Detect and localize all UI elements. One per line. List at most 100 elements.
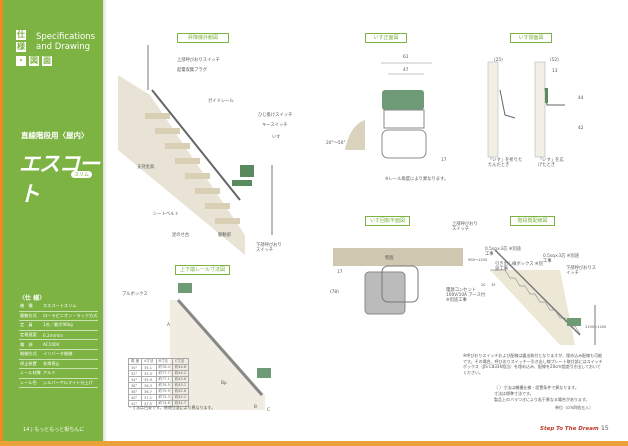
dim: 42 <box>578 126 584 131</box>
side-caption: 「いす」を折りたたんだとき <box>488 158 523 168</box>
dim: 44 <box>578 96 584 101</box>
title-front: いす正面図 <box>365 33 407 43</box>
wall-band <box>333 248 463 266</box>
label: 下部呼びおりスイッチ <box>256 243 282 253</box>
tagline: Step To The Dream <box>540 426 599 432</box>
dim: 17 <box>337 270 343 275</box>
stair-steps <box>145 113 240 224</box>
label: 足のせ台 <box>172 233 190 238</box>
label: Bp <box>221 381 227 386</box>
wiring-stairs <box>490 270 575 345</box>
dim: 1100〜1200 <box>585 325 607 329</box>
chair-seat <box>232 180 252 186</box>
spec-value: 非常停止 <box>41 359 99 370</box>
label: 支持金具 <box>137 165 155 170</box>
label: C <box>267 408 271 413</box>
spec-key: 駆動方式 <box>19 311 42 322</box>
label: A <box>167 323 170 328</box>
drive-unit <box>381 129 427 159</box>
dim: 35 <box>491 283 496 287</box>
label: 上部呼びおりスイッチ <box>177 58 220 63</box>
label: キースイッチ <box>262 123 288 128</box>
front-note: ※レール角度により異なります。 <box>385 177 449 182</box>
tag-char: 図 <box>29 56 39 66</box>
title-side: いす側面図 <box>510 33 552 43</box>
rail-angle-arc <box>345 120 365 150</box>
dim: (78) <box>330 290 339 295</box>
dim: 900〜1200 <box>468 258 488 262</box>
title-plan: いす回転平面図 <box>365 216 410 226</box>
spec-key: 電 源 <box>19 339 42 350</box>
table-cell: 約41.7 <box>171 400 190 407</box>
label: 引き出し線ボックス ※別途工事 <box>495 262 543 272</box>
title-exterior: 昇降機外観図 <box>177 33 229 43</box>
footer-text: もっともっと街ちんに <box>34 427 85 433</box>
spec-row: 停止装置非常停止 <box>19 359 99 370</box>
chair-back-front <box>382 90 424 110</box>
label: 上部呼びおりスイッチ <box>452 222 478 232</box>
spec-row: レール材質アルミ <box>19 368 99 379</box>
label: シートベルト <box>153 212 179 217</box>
label: 起電収集プラグ <box>177 68 208 73</box>
spec-value: 1名／最大90kg <box>41 320 99 331</box>
wiring-note: （ ）寸法は機種仕様・設置条件で異なります。 <box>494 385 579 390</box>
dim: 47 <box>403 68 409 73</box>
spec-value: シルバーアルマイト仕上げ <box>41 378 99 389</box>
tag-char: 仕 <box>16 30 26 40</box>
dim: 13 <box>552 69 558 74</box>
side-caption: 「いす」を広げたとき <box>538 158 564 168</box>
tag-char: ・ <box>16 56 26 66</box>
spec-value: エスコートスリム <box>41 302 99 312</box>
spec-row: 制御方式インバータ制御 <box>19 349 99 360</box>
guide-rail <box>151 89 241 201</box>
spec-value: AC100V <box>41 339 99 350</box>
spec-row: 駆動方式ローラピニオン・ラック方式 <box>19 311 99 322</box>
label: 電源コンセント 100V/10A アース付 ※別途工事 <box>446 288 486 303</box>
stair-wall <box>118 75 245 255</box>
side-wall-1 <box>487 61 499 158</box>
dim: 61 <box>403 55 409 60</box>
tag-char: 面 <box>42 56 52 66</box>
page-number: 14 <box>23 427 30 433</box>
spec-key: 制御方式 <box>19 349 42 360</box>
label: B <box>254 405 257 410</box>
label: ひじ掛けスイッチ <box>258 113 293 118</box>
rail-note: ・寸法は目安です。現地寸法により異なります。 <box>128 405 216 410</box>
orange-edge <box>0 0 3 446</box>
label: いす <box>272 135 281 140</box>
side-wall-2 <box>534 61 546 158</box>
rail-end-stairs <box>170 300 265 410</box>
page-number-right: 15 <box>601 425 609 432</box>
spec-key: レール色 <box>19 378 42 389</box>
spec-key: 定格速度 <box>19 330 42 341</box>
orange-bottom-bar <box>0 441 628 446</box>
title-en: and Drawing <box>36 42 91 52</box>
wiring-note: 寸法は標準寸法です。 <box>494 391 534 396</box>
spec-row: 機 種エスコートスリム <box>19 302 99 312</box>
wall-label: 壁面 <box>385 256 394 261</box>
dim: (25) <box>494 58 503 63</box>
spec-value: アルミ <box>41 368 99 379</box>
page-footer-left: 14 | もっともっと街ちんに <box>23 427 85 433</box>
dim: 20°〜50° <box>326 141 346 146</box>
spec-value: ローラピニオン・ラック方式 <box>41 311 99 322</box>
dim: 20 <box>481 283 486 287</box>
chair-seat-front <box>383 109 425 129</box>
title-en: Specifications <box>36 32 96 42</box>
title-rail-end: 上下端レール寸法図 <box>175 265 230 275</box>
label: 下部呼びおりスイッチ <box>566 266 597 276</box>
subtitle: 直線階段用〈屋内〉 <box>21 131 89 140</box>
title-wiring: 階段概配線図 <box>510 216 555 226</box>
label: ガイドレール <box>208 99 234 104</box>
gutter <box>103 0 107 441</box>
spec-key: レール材質 <box>19 368 42 379</box>
label: 駆動部 <box>218 233 231 238</box>
